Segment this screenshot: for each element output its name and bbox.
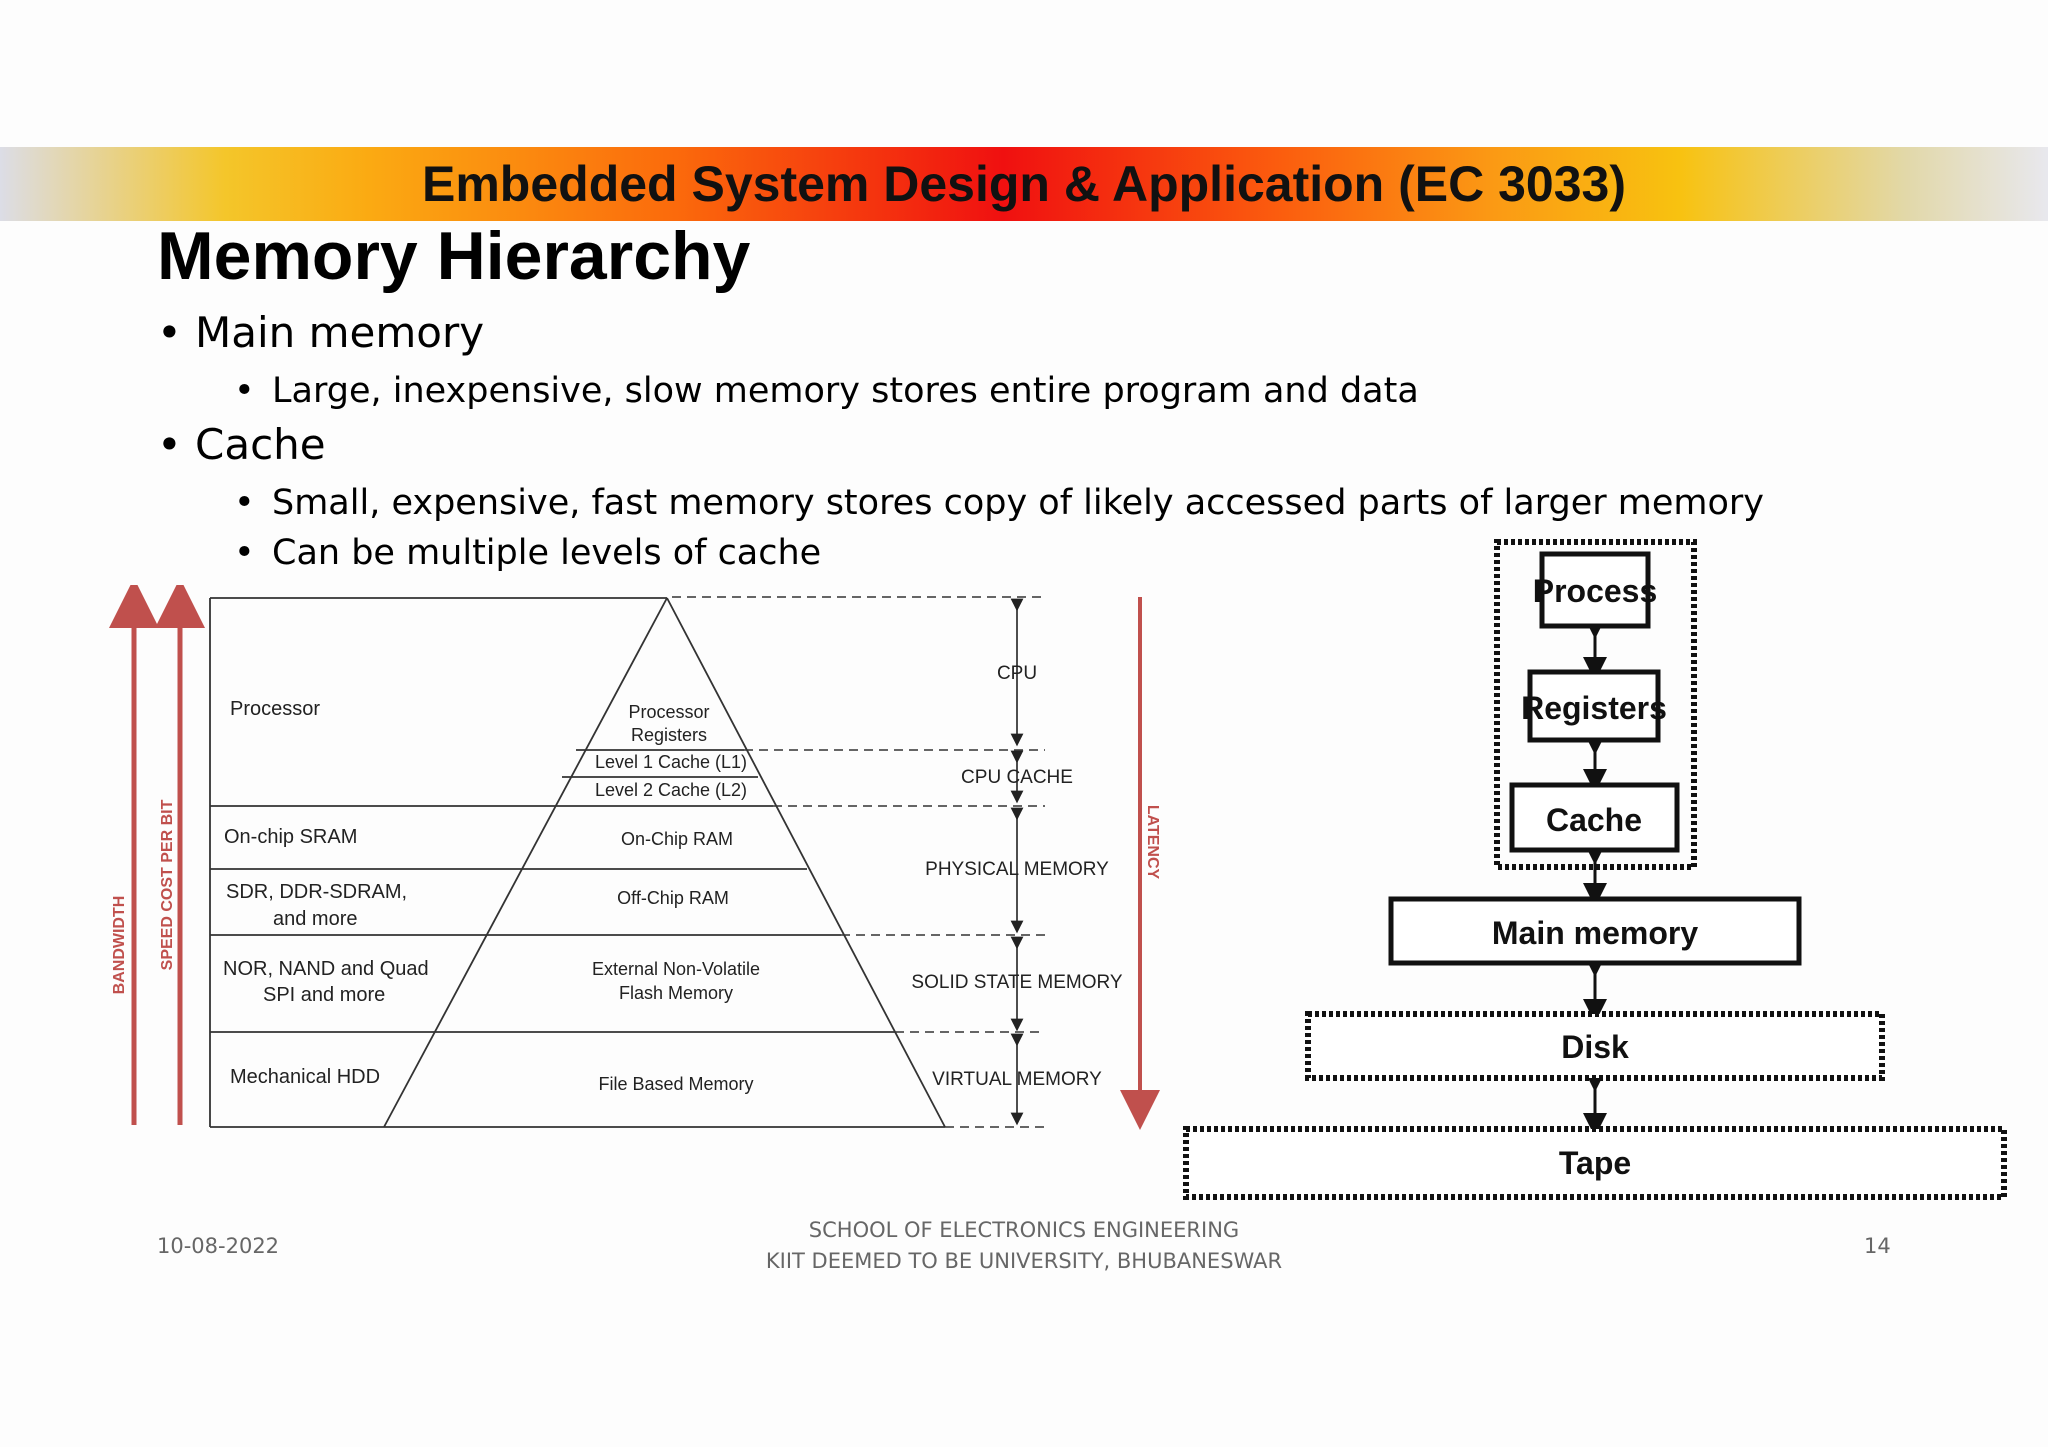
pyramid-frame: [209, 597, 946, 1128]
sub-bullet-text: Can be multiple levels of cache: [272, 533, 822, 573]
footer-school-line1: SCHOOL OF ELECTRONICS ENGINEERING: [808, 1218, 1240, 1242]
memory-stack-diagram: Process Registers Cache Main memory Disk…: [1183, 539, 2007, 1200]
page-number: 14: [1864, 1234, 1891, 1258]
memory-pyramid-diagram: BANDWIDTH SPEED COST PER BIT LATENCY: [109, 585, 1160, 1130]
bullet-cache: • Cache: [157, 420, 326, 470]
course-title: Embedded System Design & Application (EC…: [422, 156, 1626, 212]
tape-label: Tape: [1559, 1145, 1631, 1181]
bullet-text: Cache: [195, 420, 326, 469]
bullet-dot-icon: •: [234, 533, 255, 573]
sub-bullet-text: Large, inexpensive, slow memory stores e…: [272, 371, 1419, 411]
level-guides: [672, 596, 1045, 1128]
row-center-offchip-ram: Off-Chip RAM: [617, 888, 729, 908]
row-left-sdram-1: SDR, DDR-SDRAM,: [226, 881, 407, 903]
cpu-group-frame: [1494, 539, 1697, 870]
page-title: Memory Hierarchy: [157, 218, 751, 294]
level-label-cpu-cache: CPU CACHE: [961, 767, 1073, 788]
row-center-onchip-ram: On-Chip RAM: [621, 829, 733, 849]
row-center-l2: Level 2 Cache (L2): [595, 780, 747, 800]
row-left-sram: On-chip SRAM: [224, 826, 357, 848]
row-left-flash-1: NOR, NAND and Quad: [223, 958, 429, 980]
bullet-dot-icon: •: [234, 483, 255, 523]
cache-label: Cache: [1546, 802, 1642, 838]
footer-school-line2: KIIT DEEMED TO BE UNIVERSITY, BHUBANESWA…: [765, 1249, 1283, 1273]
bullet-dot-icon: •: [157, 308, 182, 357]
bullet-dot-icon: •: [157, 420, 182, 469]
row-left-hdd: Mechanical HDD: [230, 1066, 380, 1088]
row-center-flash-1: External Non-Volatile: [592, 959, 760, 979]
row-center-flash-2: Flash Memory: [619, 983, 733, 1003]
bandwidth-label: BANDWIDTH: [111, 896, 128, 995]
disk-label: Disk: [1561, 1029, 1629, 1065]
process-box: [1539, 551, 1651, 629]
main-memory-box: [1388, 896, 1802, 966]
cache-box: [1509, 782, 1680, 853]
process-label: Process: [1533, 573, 1658, 609]
row-center-registers-2: Registers: [631, 725, 707, 745]
registers-box: [1527, 669, 1661, 743]
registers-label: Registers: [1521, 690, 1667, 726]
level-label-physical: PHYSICAL MEMORY: [925, 859, 1109, 880]
bullet-main-memory: • Main memory: [157, 308, 484, 358]
row-left-processor: Processor: [230, 698, 320, 720]
level-label-ssd: SOLID STATE MEMORY: [911, 972, 1122, 993]
header-banner: [0, 147, 2048, 221]
latency-label: LATENCY: [1144, 805, 1160, 880]
level-label-cpu: CPU: [997, 663, 1037, 684]
bullet-dot-icon: •: [234, 371, 255, 411]
tape-box: [1183, 1126, 2007, 1200]
main-memory-label: Main memory: [1492, 915, 1698, 951]
speed-cost-label: SPEED COST PER BIT: [159, 799, 176, 970]
disk-box: [1305, 1011, 1885, 1081]
footer-date: 10-08-2022: [157, 1234, 280, 1258]
sub-bullet-text: Small, expensive, fast memory stores cop…: [272, 483, 1764, 523]
row-center-file: File Based Memory: [598, 1074, 753, 1094]
bullet-text: Main memory: [195, 308, 485, 357]
sub-bullet: • Large, inexpensive, slow memory stores …: [234, 369, 1419, 413]
row-center-registers-1: Processor: [628, 702, 709, 722]
row-center-l1: Level 1 Cache (L1): [595, 752, 747, 772]
level-label-virtual: VIRTUAL MEMORY: [932, 1069, 1102, 1090]
row-left-sdram-2: and more: [273, 908, 358, 930]
sub-bullet: • Can be multiple levels of cache: [234, 531, 821, 575]
row-left-flash-2: SPI and more: [263, 984, 385, 1006]
sub-bullet: • Small, expensive, fast memory stores co…: [234, 481, 1764, 525]
